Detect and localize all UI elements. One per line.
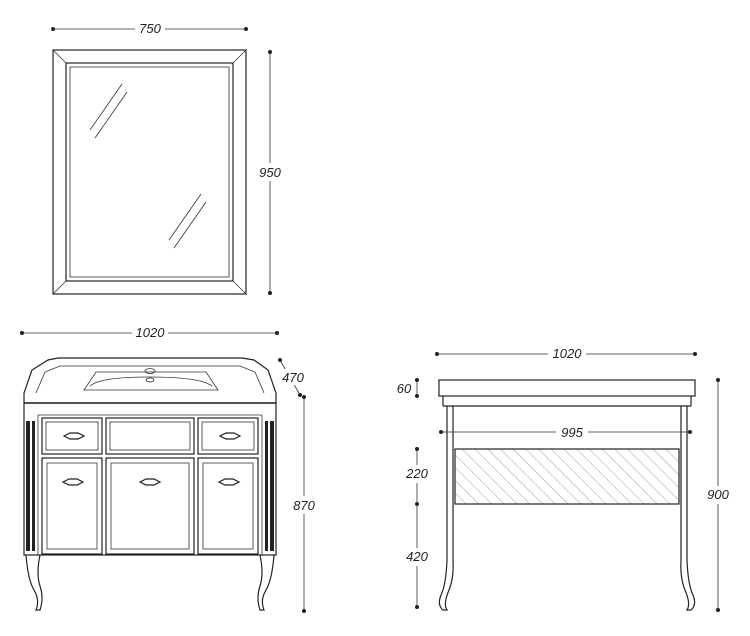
- side-inner-width-dimension: 995: [439, 424, 692, 440]
- side-legs: [438, 559, 696, 611]
- side-view: 1020 995: [394, 345, 734, 612]
- center-door-handle-icon: [138, 478, 162, 486]
- cabinet-body: [23, 402, 277, 556]
- front-view: 1020: [20, 324, 318, 613]
- left-fluted-pilaster: [26, 421, 35, 551]
- right-fluted-pilaster: [265, 421, 274, 551]
- sink-top: [23, 357, 277, 404]
- front-depth-dimension: 470: [278, 358, 306, 397]
- front-width-dimension: 1020: [20, 324, 279, 340]
- side-leg-label: 420: [406, 549, 428, 564]
- hatched-panel: [454, 448, 680, 505]
- side-top-thickness-dimension: 60: [394, 378, 419, 398]
- side-height-label: 900: [707, 487, 729, 502]
- mirror-width-dimension: 750: [51, 20, 248, 36]
- front-depth-label: 470: [282, 370, 304, 385]
- right-drawer-handle-icon: [218, 432, 242, 440]
- side-width-dimension: 1020: [435, 345, 697, 361]
- side-height-dimension: 900: [704, 378, 734, 612]
- front-width-label: 1020: [136, 325, 166, 340]
- mirror-view: 750 950: [51, 20, 284, 295]
- left-door-handle-icon: [61, 478, 85, 486]
- side-inner-width-label: 995: [561, 425, 583, 440]
- front-legs: [25, 554, 275, 611]
- mirror-frame: [52, 49, 247, 295]
- mirror-height-dimension: 950: [256, 50, 284, 295]
- right-door-handle-icon: [217, 478, 241, 486]
- left-drawer-handle-icon: [62, 432, 86, 440]
- front-height-dimension: 870: [290, 395, 318, 613]
- front-height-label: 870: [293, 498, 315, 513]
- mirror-width-label: 750: [139, 21, 161, 36]
- top-drawers: [41, 417, 259, 455]
- side-panel-label: 220: [405, 466, 428, 481]
- cabinet-doors: [41, 457, 259, 555]
- side-width-label: 1020: [553, 346, 583, 361]
- side-panel-dimension: 220: [402, 447, 432, 506]
- side-top-slab: [438, 379, 696, 407]
- mirror-glare-lines: [89, 83, 207, 249]
- mirror-height-label: 950: [259, 165, 281, 180]
- side-leg-dimension: 420: [402, 504, 432, 609]
- side-top-label: 60: [397, 381, 412, 396]
